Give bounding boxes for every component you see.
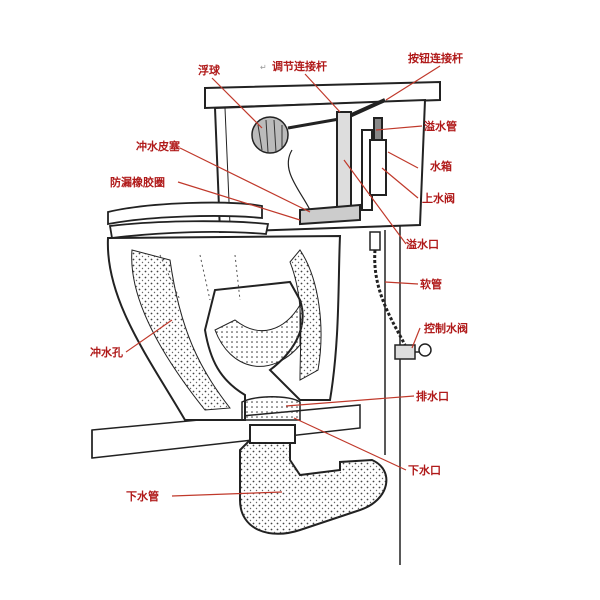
seat-lid [107, 201, 270, 240]
return-mark: ↵ [260, 63, 267, 72]
label-down-port: 下水口 [408, 463, 441, 477]
sewer-pipe [239, 424, 388, 535]
part-labels: 浮球 调节连接杆 按钮连接杆 溢水管 冲水皮塞 水箱 防漏橡胶圈 上水阀 溢水口… [90, 51, 468, 503]
toilet-bowl [106, 234, 342, 421]
label-sewer-pipe: 下水管 [126, 489, 159, 503]
return-marks: ↵ [260, 63, 267, 72]
float-ball [251, 116, 346, 154]
label-flush-flapper: 冲水皮塞 [136, 139, 181, 153]
tank-mechanism [287, 98, 387, 226]
label-button-rod: 按钮连接杆 [408, 51, 463, 65]
hose-and-valve [369, 231, 432, 360]
label-overflow-pipe: 溢水管 [424, 119, 457, 133]
label-hose: 软管 [420, 277, 442, 291]
label-float-ball: 浮球 [198, 63, 221, 77]
label-control-valve: 控制水阀 [424, 321, 468, 335]
label-inlet-valve: 上水阀 [422, 191, 455, 205]
label-adjust-rod: 调节连接杆 [272, 59, 327, 73]
label-water-tank: 水箱 [430, 159, 452, 173]
label-overflow-port: 溢水口 [406, 237, 439, 251]
leader-lines [125, 65, 441, 497]
label-flush-hole: 冲水孔 [90, 345, 123, 359]
label-drain-port: 排水口 [416, 389, 449, 403]
label-rubber-seal: 防漏橡胶圈 [110, 175, 165, 189]
